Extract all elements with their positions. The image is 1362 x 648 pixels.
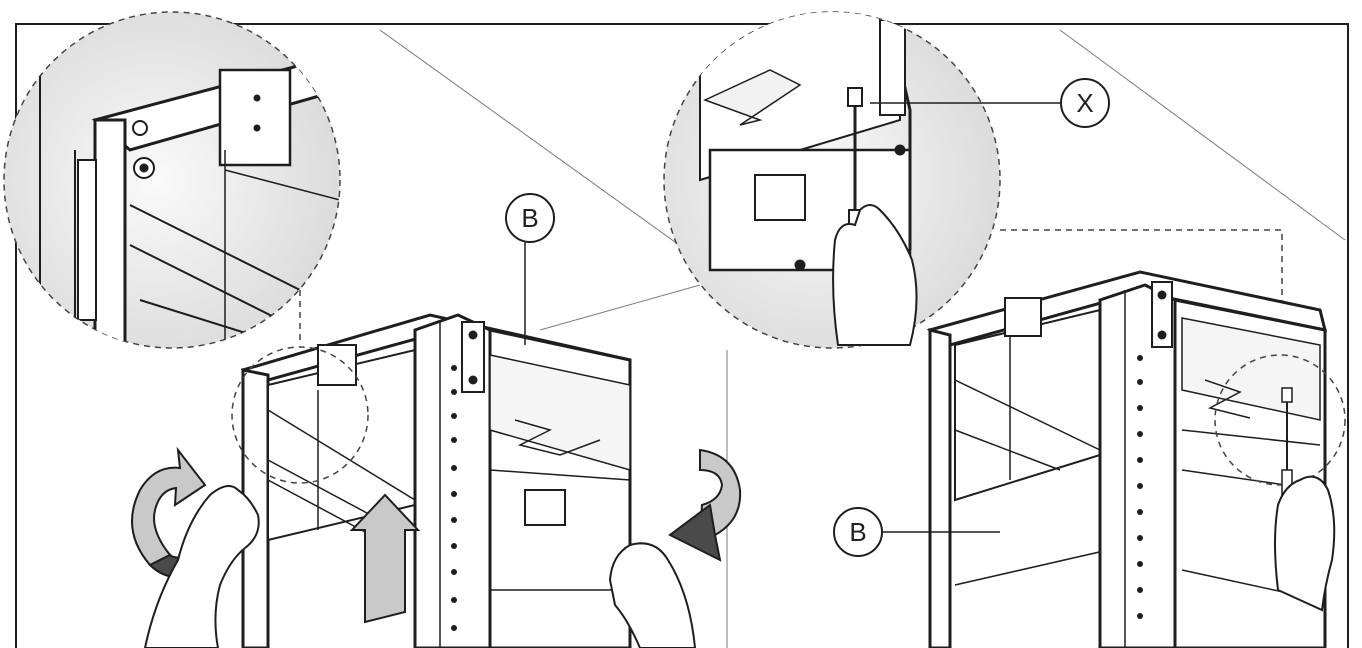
callout-b-right: B [833,507,1000,557]
hand-icon [608,542,697,648]
cabinet-right [926,270,1328,648]
callout-b-top-label: B [521,203,538,233]
hand-icon [1274,475,1336,612]
up-arrow-icon [349,493,421,624]
callout-b-right-label: B [849,517,866,547]
callout-b-top: B [505,193,555,345]
zoom-source-ring-center [231,346,369,484]
hand-icon [143,485,260,648]
hand-icon [832,204,918,346]
zoom-source-ring-right [1214,354,1346,486]
curved-rotation-arrow-icon [668,448,742,562]
callout-x: X [870,78,1110,128]
zoom-detail-top-left [3,11,341,349]
zoom-detail-screw [663,11,1001,349]
callout-x-label: X [1076,88,1093,118]
cabinet-center [240,313,632,648]
panel-border [15,23,1349,648]
